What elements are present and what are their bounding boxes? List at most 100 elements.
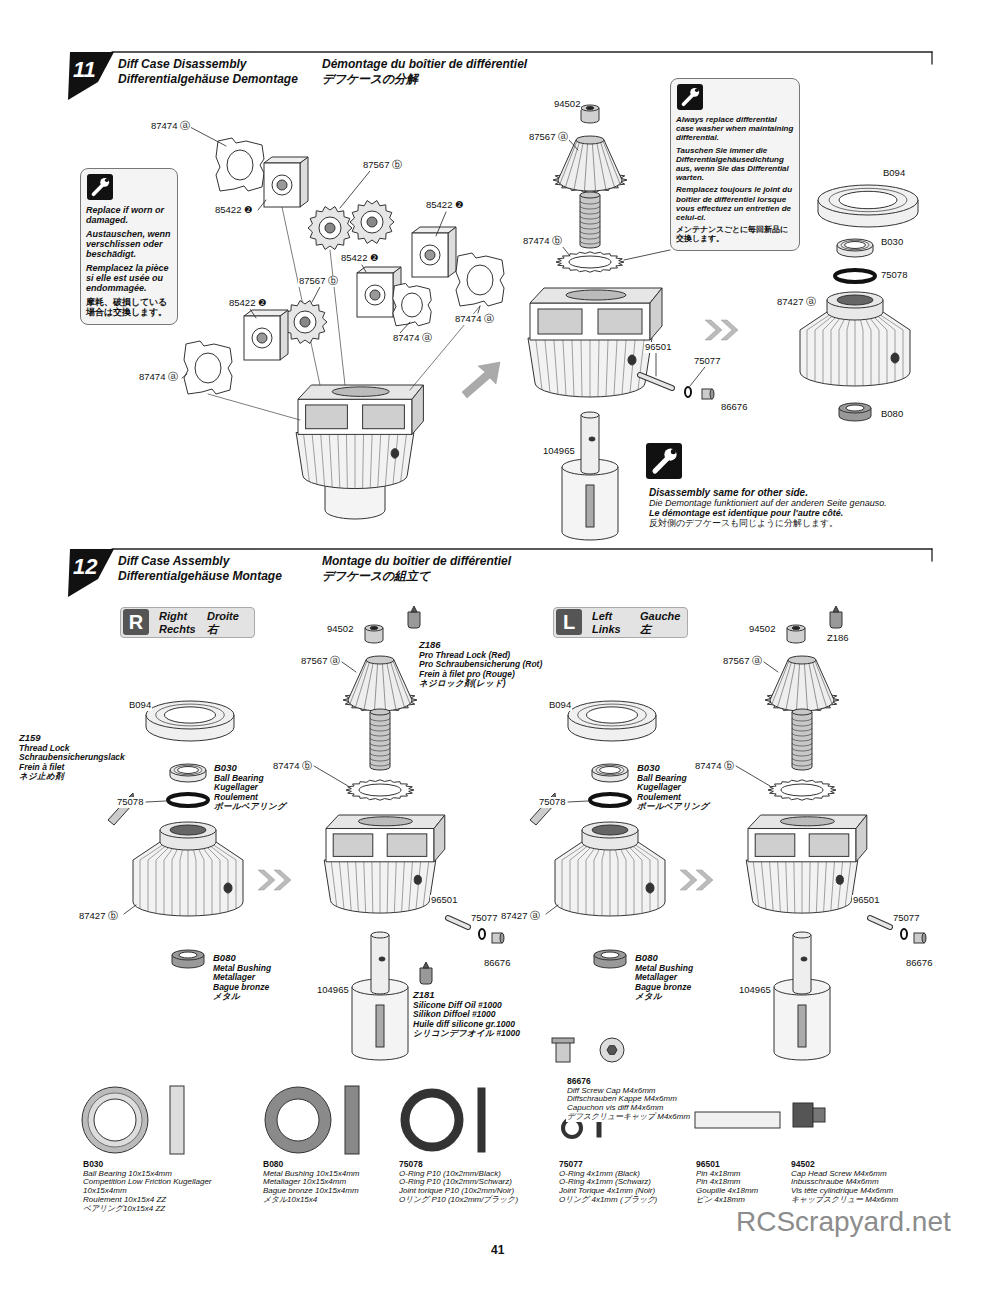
gear-tooth-line [592, 144, 595, 191]
label-group: 87567 ⓐ [300, 656, 341, 667]
case-fin [614, 340, 617, 396]
part-description: Ball Bearing [636, 774, 688, 784]
gear-tooth-line [355, 663, 369, 707]
pin-hole [628, 355, 636, 365]
gear-bore [367, 217, 377, 227]
label-group: 104965 [316, 985, 350, 996]
housing-collar [827, 292, 883, 308]
leader-line [569, 140, 578, 150]
part-description: デフスクリューキャップ M4x6mm [566, 1113, 691, 1122]
case-box-top [748, 815, 867, 829]
note-text: Always replace differential case washer … [676, 115, 794, 143]
note-text: Le démontage est identique pour l'autre … [648, 508, 844, 518]
part-description: Ball Bearing 10x15x4mm [82, 1170, 173, 1179]
glue-bottle [408, 612, 420, 628]
case-fin [312, 434, 317, 484]
part-description: O-Ring 4x1mm (Black) [558, 1170, 641, 1179]
pin-icon [695, 1112, 780, 1128]
case-box-side [650, 288, 662, 340]
case-body [296, 433, 414, 489]
housing-fin [208, 844, 228, 912]
case-fin [536, 340, 542, 390]
label-group: 87474 ⓐ [454, 314, 495, 325]
part-description: シリコンデフオイル #1000 [412, 1029, 521, 1039]
label-group: 41 [490, 1244, 505, 1257]
step-header: 11Diff Case DisassemblyDifferentialgehäu… [68, 52, 938, 100]
screw-cap [500, 933, 504, 943]
step-arrow [705, 320, 722, 340]
case-fin [394, 862, 396, 913]
bearing-race [829, 188, 907, 211]
carrier-hole [252, 328, 272, 348]
part-description: ボールベアリング [636, 802, 710, 812]
housing-fin [831, 314, 843, 385]
part-description: O-Ring P10 (10x2mm/Schwarz) [398, 1178, 513, 1187]
part-description: Silikon Diffoel #1000 [412, 1010, 497, 1020]
part-description: メタル [212, 992, 241, 1002]
outdrive-slot [586, 485, 594, 527]
label-group: 85422 ❷ [214, 205, 254, 216]
label-group: 87427 ⓐ [776, 297, 817, 308]
case-box [748, 829, 856, 862]
case-fin [362, 434, 364, 488]
label-group: B080Metal BushingMetallagerBague bronzeメ… [634, 953, 734, 1002]
part-description: ボールベアリング [213, 802, 287, 812]
case-window [387, 834, 427, 857]
case-fin [346, 434, 348, 488]
case-box-side [856, 815, 867, 862]
label-group: 85422 ❷ [228, 298, 268, 309]
part-description: Roulement 10x15x4 ZZ [82, 1196, 167, 1205]
case-box-top [530, 288, 662, 303]
note-text: Replace if worn or damaged. [86, 205, 172, 226]
case-body [324, 860, 436, 913]
outdrive-shaft [793, 935, 811, 994]
part-number: 87427 ⓐ [776, 297, 817, 308]
wrench-icon [664, 448, 676, 460]
housing-fin [172, 844, 180, 915]
thread-line [370, 738, 390, 741]
part-number: 87474 ⓐ [392, 333, 433, 344]
step-arrow [680, 870, 697, 890]
housing-fin [875, 314, 895, 382]
part-description: ベアリング10x15x4 ZZ [82, 1205, 166, 1214]
gear-tooth-line [786, 663, 795, 709]
thread-line [792, 723, 812, 726]
part-number: 94502 [326, 624, 354, 635]
part-number: 104965 [542, 446, 576, 457]
leader-line [764, 662, 778, 672]
step-title: Diff Case Disassembly [118, 58, 247, 71]
label-group: 75077 [693, 356, 721, 367]
case-fin [809, 862, 811, 913]
gear-shaft [370, 709, 390, 715]
part-description: Schraubensicherungslack [18, 753, 126, 763]
housing-fin [200, 844, 212, 915]
housing-fin [859, 314, 863, 386]
part-number: 85422 ❷ [214, 205, 254, 216]
thread-line [370, 763, 390, 766]
part-number: 87567 ⓑ [362, 160, 403, 171]
case-fin [753, 862, 758, 907]
leader-line [656, 353, 657, 376]
o-ring [835, 270, 875, 282]
carrier-plate [393, 283, 431, 325]
housing-fin [626, 844, 642, 913]
step-title: Démontage du boîtier de différentiel [322, 58, 527, 71]
outdrive-shaft [793, 932, 811, 938]
wrench-icon [684, 94, 694, 104]
carrier-box [412, 227, 456, 233]
part-description: Frein à filet pro (Rouge) [418, 670, 516, 680]
gear-tooth-line [603, 141, 620, 183]
leader-line [436, 212, 446, 236]
note-pointer [624, 250, 670, 260]
thread-line [370, 753, 390, 756]
side-label: Links [592, 623, 621, 635]
hex-socket [607, 1046, 617, 1055]
housing-fin [594, 844, 602, 915]
housing-fin [867, 314, 879, 385]
section-rule [931, 52, 932, 64]
cap-screw [365, 625, 383, 631]
bearing-side-icon [170, 1086, 184, 1154]
case-fin [387, 862, 389, 913]
outdrive-slot [376, 1005, 384, 1047]
case-fin [786, 862, 788, 913]
